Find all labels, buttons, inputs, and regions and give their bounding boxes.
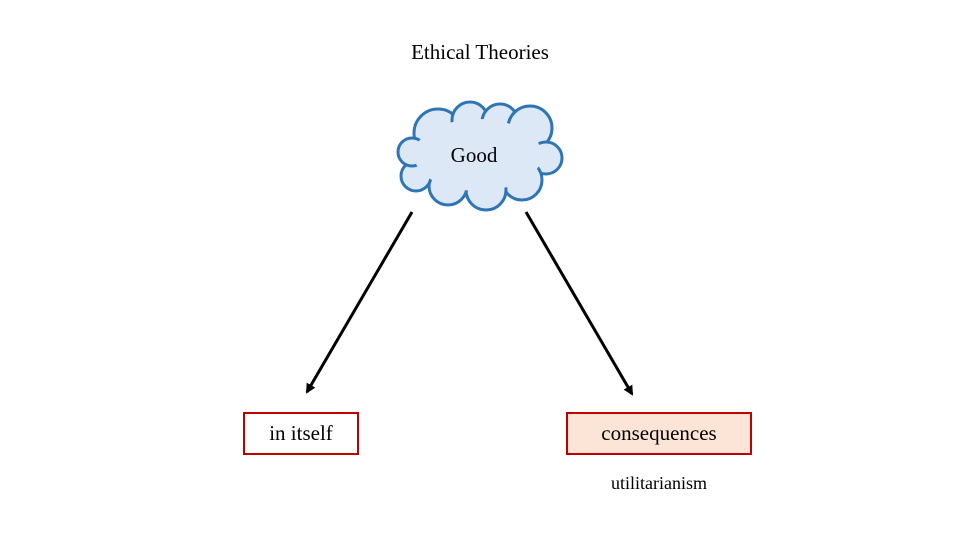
consequences-box: consequences	[566, 412, 752, 455]
diagram-title: Ethical Theories	[411, 40, 549, 64]
in-itself-label: in itself	[269, 421, 333, 445]
good-label: Good	[450, 143, 498, 167]
good-cloud-shape	[396, 100, 564, 212]
arrow-to-in-itself	[305, 211, 414, 394]
consequences-label: consequences	[601, 421, 717, 445]
arrow-to-consequences	[524, 211, 634, 396]
in-itself-box: in itself	[243, 412, 359, 455]
utilitarianism-label: utilitarianism	[611, 473, 707, 493]
